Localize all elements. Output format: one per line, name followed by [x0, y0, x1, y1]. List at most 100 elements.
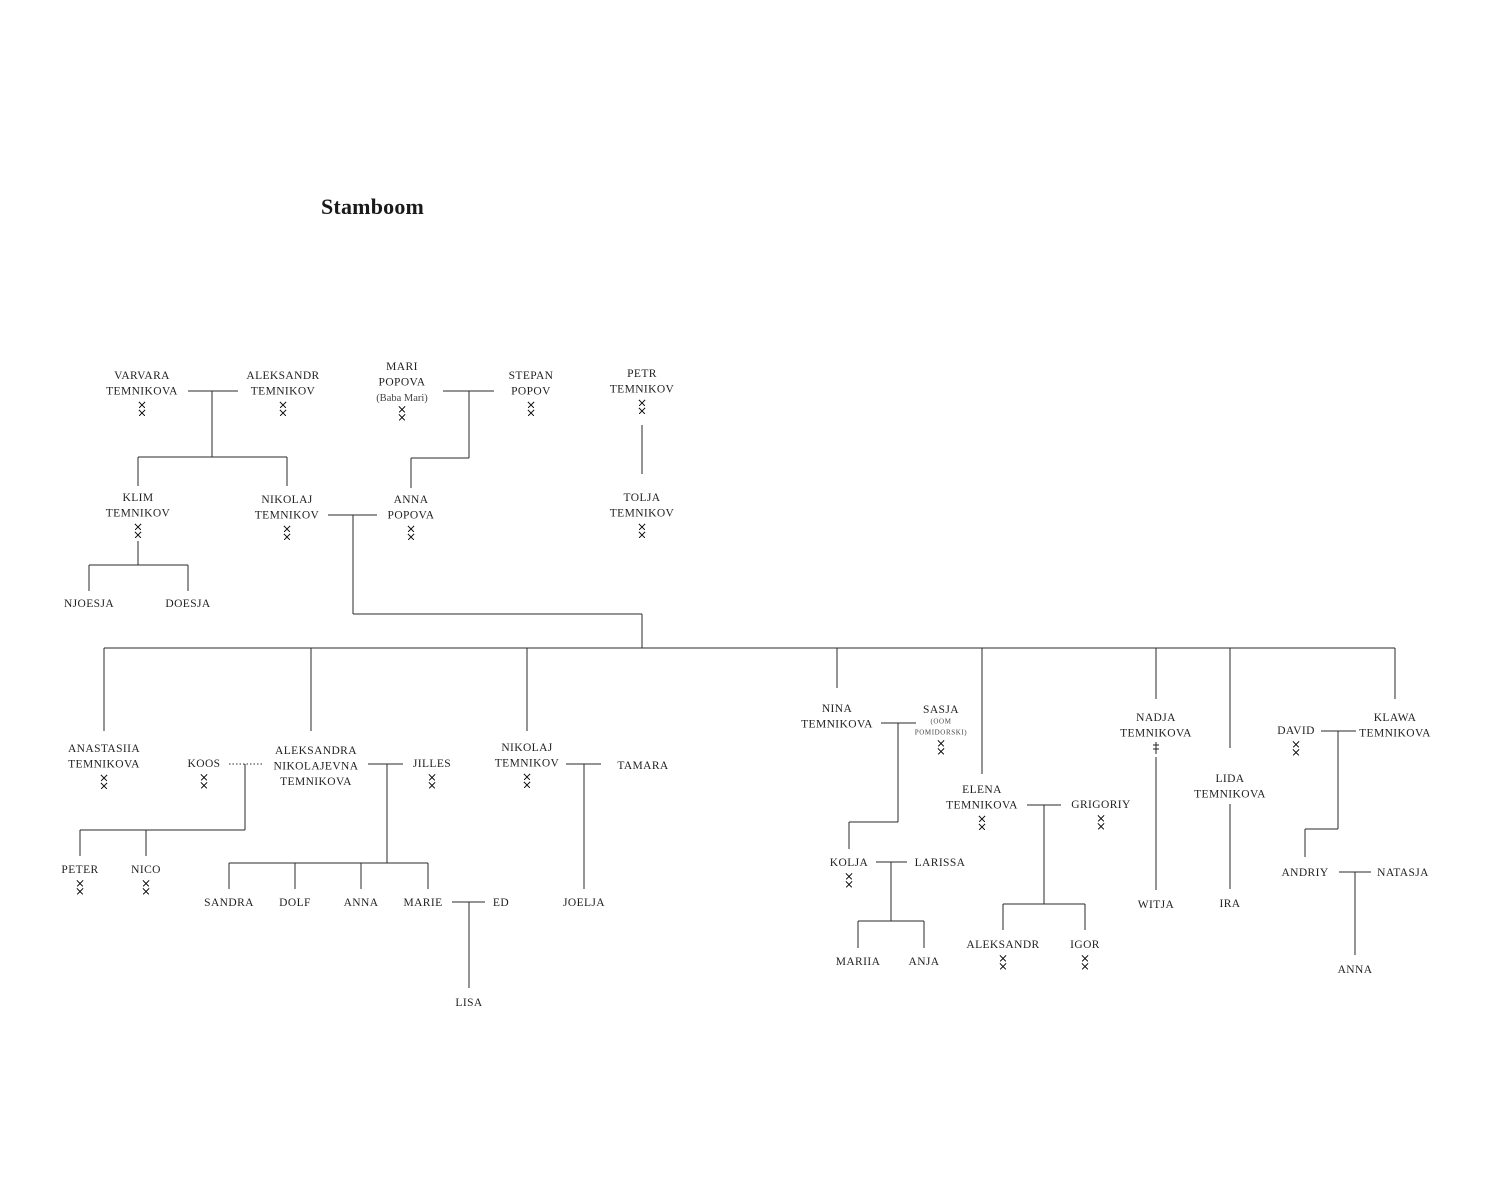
deceased-mark-icon [100, 774, 108, 790]
person-name-line: DOLF [279, 897, 311, 909]
person-igor: IGOR [1070, 939, 1100, 970]
person-name-line: KOOS [188, 758, 221, 770]
person-nadja: NADJA TEMNIKOVA [1120, 712, 1192, 754]
person-doesja: DOESJA [165, 598, 211, 610]
person-name-line: TEMNIKOVA [106, 386, 178, 398]
deceased-mark-icon [138, 401, 146, 417]
person-sandra: SANDRA [204, 897, 254, 909]
person-anna-popova: ANNA POPOVA [388, 494, 435, 541]
person-name-line: JOELJA [563, 897, 605, 909]
person-marie: MARIE [403, 897, 442, 909]
person-name-line: ALEKSANDRA [275, 745, 357, 757]
person-name-line: NINA [822, 703, 853, 715]
person-anna-d: ANNA [1338, 964, 1373, 976]
person-peter: PETER [61, 864, 98, 895]
person-name-line: NIKOLAJEVNA [274, 761, 359, 773]
person-name-line: KLIM [123, 492, 154, 504]
person-aleksandr-jr: ALEKSANDR [966, 939, 1039, 970]
person-andriy: ANDRIY [1281, 867, 1328, 879]
person-name-line: DAVID [1277, 725, 1315, 737]
person-kolja: KOLJA [830, 857, 868, 888]
person-name-line: ANASTASIIA [68, 743, 140, 755]
person-name-line: LISA [455, 997, 482, 1009]
person-ira: IRA [1219, 898, 1240, 910]
deceased-mark-icon [527, 401, 535, 417]
person-name-line: SASJA [923, 704, 959, 716]
person-name-line: TEMNIKOV [255, 510, 320, 522]
double-cross-icon [1153, 742, 1159, 754]
person-tamara: TAMARA [617, 760, 669, 772]
person-name-line: ANNA [394, 494, 429, 506]
deceased-mark-icon [523, 773, 531, 789]
person-name-line: JILLES [413, 758, 451, 770]
person-anna-c: ANNA [344, 897, 379, 909]
person-name-line: VARVARA [114, 370, 170, 382]
person-name-line: TEMNIKOVA [1194, 789, 1266, 801]
person-name-line: STEPAN [509, 370, 554, 382]
person-ed: ED [493, 897, 509, 909]
deceased-mark-icon [1292, 741, 1300, 756]
person-name-line: NIKOLAJ [501, 742, 552, 754]
person-name-line: TEMNIKOVA [801, 719, 873, 731]
person-larissa: LARISSA [915, 857, 966, 869]
person-name-line: KLAWA [1374, 712, 1417, 724]
person-aleksandra: ALEKSANDRA NIKOLAJEVNA TEMNIKOVA [274, 745, 359, 788]
person-name-line: TEMNIKOV [610, 384, 675, 396]
person-nina: NINA TEMNIKOVA [801, 703, 873, 731]
person-name-line: TEMNIKOV [106, 508, 171, 520]
deceased-mark-icon [134, 523, 142, 539]
deceased-mark-icon [142, 880, 150, 895]
deceased-mark-icon [978, 815, 986, 831]
person-name-line: TEMNIKOVA [280, 776, 352, 788]
person-name-line: ANDRIY [1281, 867, 1328, 879]
person-name-line: MARI [386, 361, 418, 373]
person-name-line: TEMNIKOV [251, 386, 316, 398]
deceased-mark-icon [638, 399, 646, 415]
person-subtitle-line: POMIDORSKI) [915, 729, 968, 737]
person-nico: NICO [131, 864, 161, 895]
person-joelja: JOELJA [563, 897, 605, 909]
person-name-line: NJOESJA [64, 598, 114, 610]
person-name-line: POPOVA [379, 377, 426, 389]
person-name-line: GRIGORIY [1071, 799, 1131, 811]
person-name-line: POPOV [511, 386, 551, 398]
person-natasja: NATASJA [1377, 867, 1429, 879]
person-name-line: SANDRA [204, 897, 254, 909]
person-name-line: DOESJA [165, 598, 211, 610]
deceased-mark-icon [1081, 955, 1089, 970]
person-name-line: TAMARA [617, 760, 669, 772]
person-name-line: LARISSA [915, 857, 966, 869]
person-name-line: PETER [61, 864, 98, 876]
person-name-line: TEMNIKOVA [1120, 728, 1192, 740]
deceased-mark-icon [937, 740, 945, 755]
person-name-line: NICO [131, 864, 161, 876]
person-name-line: NATASJA [1377, 867, 1429, 879]
person-name-line: MARIE [403, 897, 442, 909]
person-subtitle-line: (OOM [930, 718, 951, 726]
deceased-mark-icon [999, 955, 1007, 970]
person-name-line: ANNA [344, 897, 379, 909]
person-witja: WITJA [1138, 899, 1174, 911]
person-name-line: ALEKSANDR [246, 370, 319, 382]
deceased-mark-icon [398, 406, 406, 421]
person-name-line: POPOVA [388, 510, 435, 522]
person-name-line: NADJA [1136, 712, 1176, 724]
tree-people: VARVARA TEMNIKOVA ALEKSANDR TEMNIKOV MARI POP… [61, 361, 1431, 1009]
person-koos: KOOS [188, 758, 221, 789]
person-dolf: DOLF [279, 897, 311, 909]
deceased-mark-icon [845, 873, 853, 888]
deceased-mark-icon [76, 880, 84, 895]
person-name-line: TEMNIKOV [610, 508, 675, 520]
person-name-line: ALEKSANDR [966, 939, 1039, 951]
person-name-line: IGOR [1070, 939, 1100, 951]
